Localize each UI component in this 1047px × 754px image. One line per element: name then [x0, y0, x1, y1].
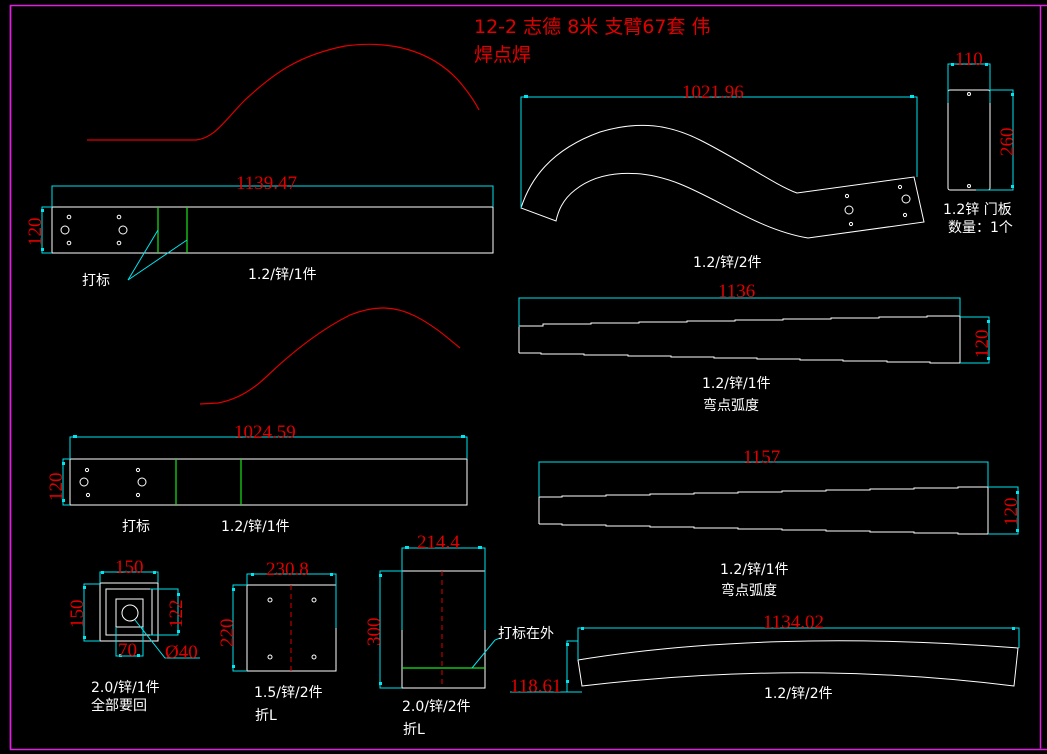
door-spec: 1.2锌 门板 — [943, 202, 1012, 218]
part-bar-2 — [62, 435, 468, 506]
plate1-width-dim: 230.8 — [266, 559, 309, 580]
taper2-length-dim: 1157 — [743, 447, 780, 468]
part-flange — [83, 571, 200, 659]
flange-slot-dim: 70 — [118, 640, 137, 661]
door-qty: 数量：1个 — [948, 220, 1013, 236]
taper1-length-dim: 1136 — [718, 281, 755, 302]
taper2-spec: 1.2/锌/1件 — [720, 562, 789, 578]
bar2-spec: 1.2/锌/1件 — [221, 519, 290, 535]
drawing-title-line1: 12-2 志德 8米 支臂67套 伟 — [474, 16, 711, 38]
door-height-dim: 260 — [997, 128, 1018, 157]
bar1-mark-label: 打标 — [82, 272, 110, 289]
part-l-plate-2 — [379, 546, 501, 689]
bar1-spec: 1.2/锌/1件 — [248, 267, 317, 283]
flange-note: 全部要回 — [91, 697, 147, 714]
part-taper-strip-2 — [538, 461, 1019, 535]
taper1-spec: 1.2/锌/1件 — [702, 376, 771, 392]
plate2-width-dim: 214.4 — [417, 532, 460, 553]
part-curved-arm — [520, 95, 925, 239]
part-bar-1 — [41, 185, 494, 281]
door-width-dim: 110 — [955, 49, 983, 70]
taper1-note: 弯点弧度 — [703, 397, 759, 414]
flange-side-dim: 150 — [67, 600, 88, 629]
taper2-note: 弯点弧度 — [721, 582, 777, 599]
arm-length-dim: 1021.96 — [682, 82, 744, 103]
bar2-mark-label: 打标 — [122, 518, 150, 535]
taper2-width-dim: 120 — [1001, 498, 1022, 527]
plate2-height-dim: 300 — [364, 618, 385, 647]
part-taper-strip-1 — [518, 297, 990, 364]
arc-strip-length-dim: 1134.02 — [763, 612, 824, 633]
plate1-note: 折L — [255, 708, 277, 724]
bend-profile-curve-2 — [199, 307, 461, 405]
plate2-mark-label: 打标在外 — [498, 625, 554, 642]
bar1-width-dim: 120 — [25, 218, 46, 247]
part-door-plate — [947, 63, 1014, 191]
drawing-title-line2: 焊点焊 — [474, 44, 531, 66]
plate2-note: 折L — [403, 722, 425, 738]
flange-hole-dim: Ø40 — [165, 642, 198, 663]
flange-outer-dim: 150 — [115, 557, 144, 578]
bend-profile-curve-1 — [87, 43, 480, 141]
arc-strip-spec: 1.2/锌/2件 — [764, 686, 833, 702]
flange-spec: 2.0/锌/1件 — [91, 680, 160, 696]
bar2-length-dim: 1024.59 — [234, 422, 296, 443]
bar1-length-dim: 1139.47 — [236, 173, 297, 194]
part-l-plate-1 — [232, 573, 337, 672]
bar2-width-dim: 120 — [46, 473, 67, 502]
flange-inner-dim: 122 — [166, 600, 187, 629]
plate2-spec: 2.0/锌/2件 — [402, 699, 471, 715]
arc-strip-width-dim: 118.61 — [510, 676, 562, 697]
plate1-spec: 1.5/锌/2件 — [254, 685, 323, 701]
plate1-height-dim: 220 — [217, 619, 238, 648]
part-arc-strip — [510, 627, 1020, 693]
arm-spec: 1.2/锌/2件 — [693, 255, 762, 271]
taper1-width-dim: 120 — [972, 330, 993, 359]
